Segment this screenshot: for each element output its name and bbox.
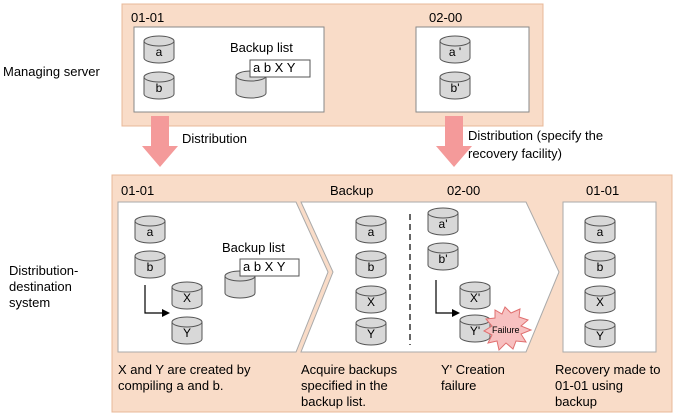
step3-label-b: b [596, 260, 604, 274]
step1-backup-list-value: a b X Y [243, 259, 286, 274]
destination-label-line3: system [9, 295, 51, 310]
step2-backup-label-a: a [367, 225, 375, 239]
distribution-recovery-label-line2: recovery facility) [468, 146, 562, 161]
step1-label-a: a [146, 225, 154, 239]
managing-01-01-id: 01-01 [131, 10, 165, 25]
compile-arrow-line-2 [435, 280, 452, 314]
step2-caption-left-line3: backup list. [301, 394, 367, 409]
compile-arrow-head [162, 309, 170, 317]
step2-label-x-prime: X' [469, 291, 481, 305]
step1-label-b: b [146, 260, 154, 274]
distribution-arrow-right [436, 116, 472, 167]
step2-backup-label-y: Y [366, 327, 375, 341]
step2-label-y-prime: Y' [469, 324, 481, 338]
backup-list-title: Backup list [230, 40, 293, 55]
step2-caption-left-line1: Acquire backups [301, 362, 398, 377]
compile-arrow-head-2 [452, 309, 460, 317]
cylinder-label-a-prime: a ' [448, 45, 462, 59]
step1-id: 01-01 [121, 183, 155, 198]
step1-label-x: X [182, 291, 191, 305]
step3-caption-line1: Recovery made to [555, 362, 661, 377]
step2-backup-title: Backup [330, 183, 374, 198]
cylinder-label-b: b [155, 81, 163, 95]
step2-caption-right-line2: failure [441, 378, 477, 393]
managing-02-00-box [415, 26, 530, 113]
backup-list-value: a b X Y [253, 60, 296, 75]
compile-arrow-line [144, 285, 162, 314]
destination-label-line2: destination [9, 279, 72, 294]
step3-label-x: X [595, 295, 604, 309]
step1-label-y: Y [182, 326, 191, 340]
managing-server-label: Managing server [3, 64, 100, 79]
step1-caption-line2: compiling a and b. [118, 378, 224, 393]
step2-caption-right-line1: Y' Creation [441, 362, 505, 377]
step1-caption-line1: X and Y are created by [118, 362, 251, 377]
step1-chevron [117, 201, 329, 353]
step3-caption-line2: 01-01 using [555, 378, 623, 393]
cylinder-label-b-prime: b' [450, 81, 460, 95]
step2-backup-label-x: X [366, 295, 375, 309]
backup-list-box [249, 59, 311, 78]
destination-label-line1: Distribution- [9, 263, 79, 278]
step2-id: 02-00 [447, 183, 481, 198]
step2-caption-left-line2: specified in the [301, 378, 388, 393]
distribution-arrow-left [142, 116, 178, 167]
step3-id: 01-01 [586, 183, 620, 198]
failure-label: Failure [492, 325, 520, 335]
step2-backup-label-b: b [367, 260, 375, 274]
managing-02-00-id: 02-00 [429, 10, 463, 25]
step3-caption-line3: backup [555, 394, 597, 409]
cylinder-label-a: a [155, 45, 163, 59]
step3-label-a: a [596, 225, 604, 239]
distribution-label: Distribution [182, 131, 248, 146]
failure-burst-icon [482, 306, 533, 351]
backup-list-box [239, 258, 300, 277]
step2-label-a-prime: a' [438, 217, 448, 231]
step2-label-b-prime: b' [438, 252, 448, 266]
distribution-recovery-label-line1: Distribution (specify the [468, 128, 604, 143]
step3-label-y: Y [595, 329, 604, 343]
step1-backup-list-title: Backup list [222, 240, 285, 255]
